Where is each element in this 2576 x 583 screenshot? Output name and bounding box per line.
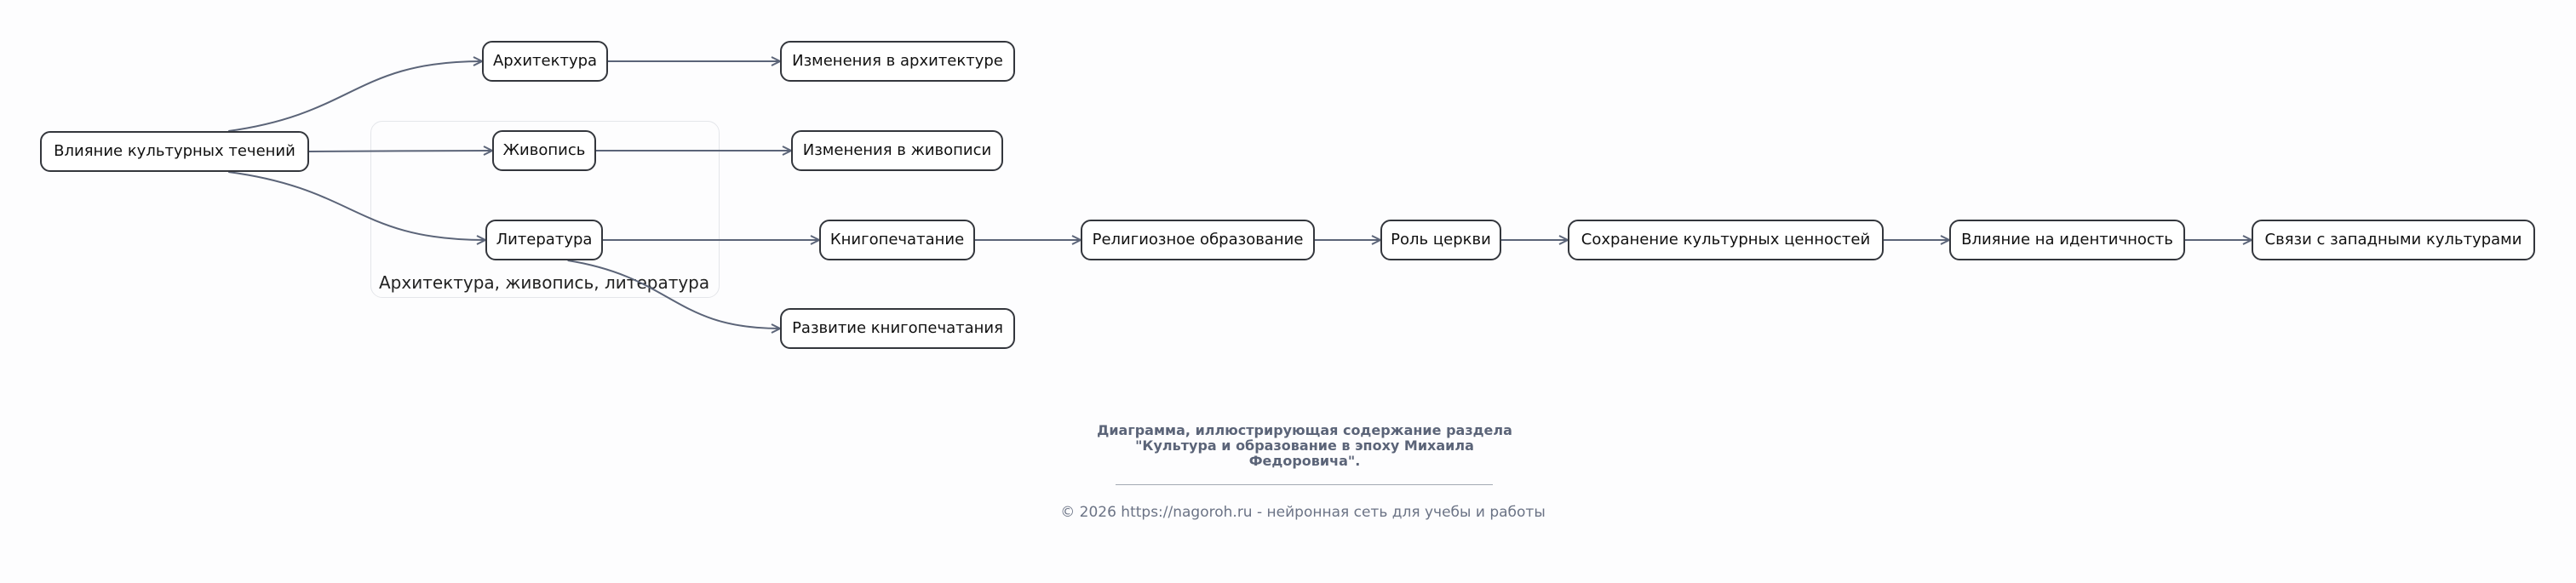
node-western-ties: Связи с западными культурами — [2252, 220, 2535, 260]
caption-divider — [1116, 484, 1493, 485]
node-book-printing-development: Развитие книгопечатания — [780, 308, 1015, 349]
edge-n6-n8 — [567, 260, 780, 329]
caption-line-3: Федоровича". — [1248, 453, 1361, 469]
group-art-literature — [370, 121, 720, 298]
node-literature: Литература — [485, 220, 603, 260]
node-architecture: Архитектура — [482, 41, 608, 82]
node-religious-education: Религиозное образование — [1081, 220, 1315, 260]
node-painting: Живопись — [492, 130, 596, 171]
footer-copyright: © 2026 https://nagoroh.ru - нейронная се… — [1060, 504, 1546, 521]
caption-line-1: Диаграмма, иллюстрирующая содержание раз… — [1097, 422, 1512, 438]
node-architecture-changes: Изменения в архитектуре — [780, 41, 1015, 82]
node-painting-changes: Изменения в живописи — [791, 130, 1003, 171]
edge-n1-n2 — [228, 61, 482, 132]
node-cultural-values: Сохранение культурных ценностей — [1568, 220, 1884, 260]
node-book-printing: Книгопечатание — [819, 220, 975, 260]
caption-line-2: "Культура и образование в эпоху Михаила — [1135, 437, 1474, 454]
diagram-caption: Диаграмма, иллюстрирующая содержание раз… — [1032, 423, 1577, 469]
node-cultural-influence: Влияние культурных течений — [40, 131, 309, 172]
node-church-role: Роль церкви — [1380, 220, 1501, 260]
edge-n1-n6 — [228, 171, 485, 240]
node-identity-influence: Влияние на идентичность — [1949, 220, 2185, 260]
